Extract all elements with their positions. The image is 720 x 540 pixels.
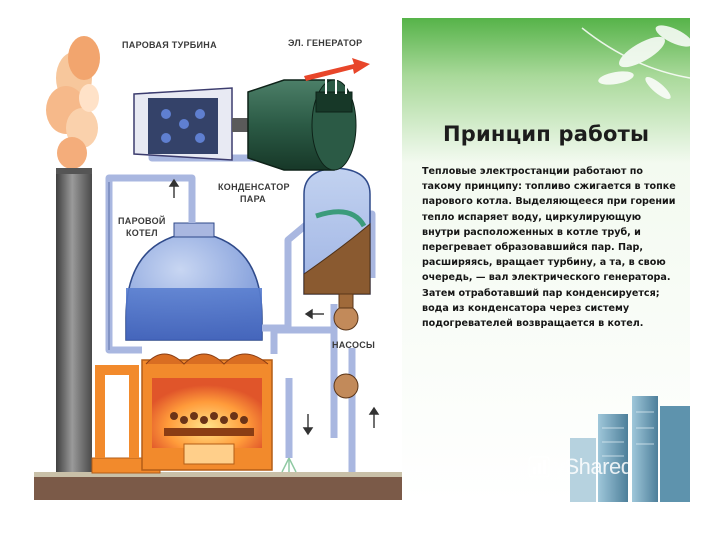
label-generator: ЭЛ. ГЕНЕРАТОР: [288, 38, 362, 49]
watermark: yShared: [528, 454, 632, 480]
generator: [248, 68, 356, 170]
text-panel: Принцип работы Тепловые электростанции р…: [402, 18, 690, 502]
watermark-text: yShared: [554, 454, 632, 480]
furnace: [142, 354, 272, 470]
tpp-diagram: ПАРОВАЯ ТУРБИНА ЭЛ. ГЕНЕРАТОР КОНДЕНСАТО…: [34, 18, 402, 502]
ground-edge: [34, 472, 402, 477]
label-condenser-1: КОНДЕНСАТОР: [218, 182, 290, 193]
label-steam-turbine: ПАРОВАЯ ТУРБИНА: [122, 40, 217, 51]
smoke: [46, 36, 100, 169]
turbine: [134, 88, 248, 160]
chimney-top: [56, 168, 92, 174]
condenser: [304, 168, 370, 294]
chimney: [56, 168, 92, 472]
label-boiler-1: ПАРОВОЙ: [118, 216, 166, 227]
diagram-graphic: [34, 18, 402, 502]
bar-chart-icon: [528, 456, 550, 478]
water-spray: [282, 458, 296, 472]
body-paragraph: Тепловые электростанции работают по тако…: [422, 164, 680, 331]
slide-title: Принцип работы: [443, 122, 649, 146]
boiler: [126, 223, 262, 340]
label-boiler-2: КОТЕЛ: [126, 228, 158, 239]
flue-riser: [100, 370, 134, 458]
label-condenser-2: ПАРА: [240, 194, 266, 205]
label-pumps: НАСОСЫ: [332, 340, 375, 351]
